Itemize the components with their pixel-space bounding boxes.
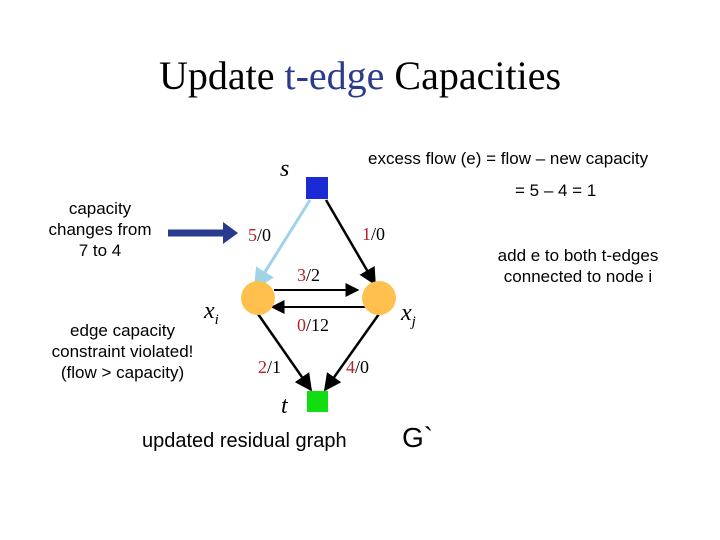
note-line: constraint violated!: [51, 342, 194, 361]
edge-flow: 3: [297, 265, 306, 285]
edge-capacity: 2: [311, 265, 321, 285]
edge-capacity: 1: [272, 357, 282, 377]
edge-flow: 4: [346, 357, 355, 377]
page-title: Update t-edge Capacities: [0, 52, 720, 99]
constraint-violated-note: edge capacity constraint violated! (flow…: [30, 320, 215, 383]
excess-flow-note: excess flow (e) = flow – new capacity: [368, 149, 649, 168]
node-s-label: s: [280, 156, 290, 182]
graph-name: G`: [402, 422, 434, 453]
node-t-label: t: [281, 393, 288, 419]
node-xi: [241, 281, 275, 315]
capacity-change-note: capacity changes from 7 to 4: [40, 198, 160, 261]
node-xi-label-main: x: [204, 298, 215, 324]
edge-flow: 2: [258, 357, 267, 377]
node-xj-label-sub: j: [411, 313, 416, 330]
edge-capacity: 0: [262, 225, 272, 245]
title-highlight: t-edge: [284, 53, 385, 98]
note-line: connected to node i: [503, 267, 653, 286]
node-s: [306, 177, 328, 199]
title-prefix: Update: [158, 53, 275, 98]
title-suffix: Capacities: [394, 53, 562, 98]
edge-label-xj-t: 4/0: [346, 357, 370, 377]
edge-capacity: 0: [376, 224, 386, 244]
edge-s-xi: [253, 199, 312, 290]
node-xi-label: xi: [204, 298, 219, 329]
note-line: add e to both t-edges: [497, 246, 659, 265]
edge-flow: 0: [297, 315, 306, 335]
edge-label-s-xj: 1/0: [362, 224, 386, 244]
edge-capacity: 0: [360, 357, 370, 377]
note-line: changes from: [48, 220, 152, 239]
edge-label-xj-xi: 0/12: [297, 315, 330, 335]
edge-xj-t: [323, 313, 381, 392]
note-line: (flow > capacity): [60, 363, 185, 382]
edge-label-xi-t: 2/1: [258, 357, 282, 377]
edge-capacity: 12: [311, 315, 330, 335]
note-line: edge capacity: [70, 321, 175, 340]
node-xi-label-sub: i: [214, 311, 219, 328]
node-xj-label: xj: [401, 300, 416, 331]
edge-label-s-xi: 5/0: [248, 225, 272, 245]
capacity-change-arrowhead: [223, 222, 238, 244]
node-xj-label-main: x: [401, 300, 412, 326]
add-e-note: add e to both t-edges connected to node …: [478, 245, 678, 287]
note-line: 7 to 4: [78, 241, 122, 260]
edge-flow: 1: [362, 224, 371, 244]
node-xj: [362, 281, 396, 315]
edge-s-xj: [324, 199, 377, 286]
note-line: capacity: [68, 199, 132, 218]
node-t: [307, 391, 328, 412]
edge-label-xi-xj: 3/2: [297, 265, 321, 285]
edge-flow: 5: [248, 225, 257, 245]
excess-calc-note: = 5 – 4 = 1: [515, 181, 597, 200]
graph-caption: updated residual graph: [142, 430, 347, 452]
edge-xi-t: [256, 313, 313, 392]
